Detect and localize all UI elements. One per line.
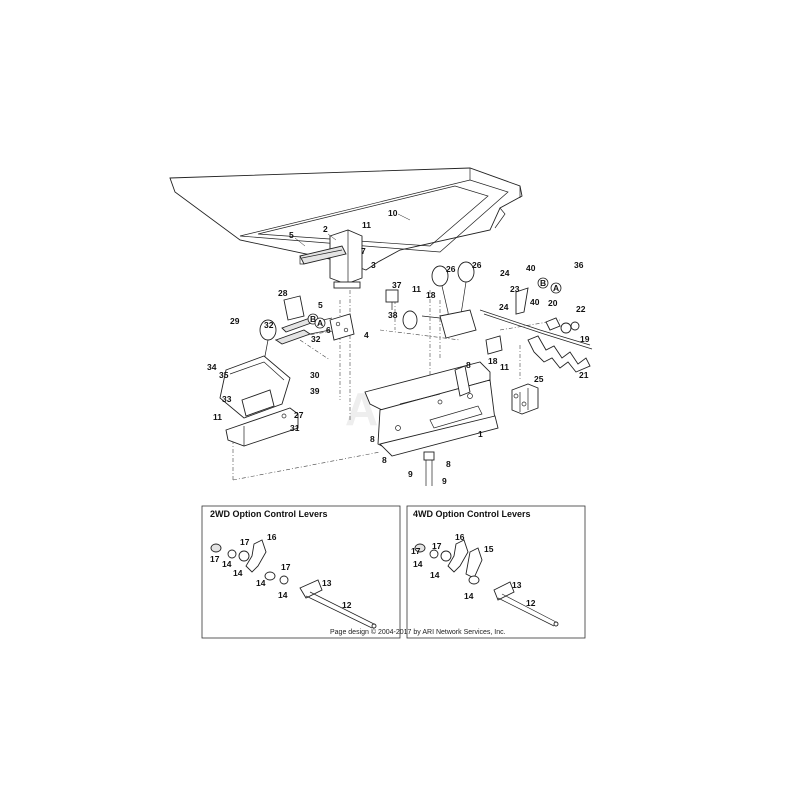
callout: 18	[426, 290, 436, 300]
callout: 5	[318, 300, 323, 310]
callout: 2	[323, 224, 328, 234]
small-bracket	[329, 313, 355, 341]
callout: 14	[464, 591, 474, 601]
inset-2wd: 2WD Option Control Levers 16 17 17 14 14…	[201, 505, 401, 639]
callout: 14	[413, 559, 423, 569]
callout: 4	[364, 330, 369, 340]
reference-letters: B A B A	[307, 277, 562, 329]
callout: 18	[488, 356, 498, 366]
callout: 8	[466, 360, 471, 370]
callout: 33	[222, 394, 232, 404]
callout: 14	[233, 568, 243, 578]
reference-letter-a: A	[553, 283, 559, 293]
callout: 8	[446, 459, 451, 469]
callout: 11	[213, 412, 222, 422]
shift-cable-right	[479, 309, 593, 373]
fasteners	[423, 451, 435, 486]
callout: 11	[500, 362, 509, 372]
callout: 40	[526, 263, 536, 273]
reference-letter-a: A	[317, 318, 323, 328]
inset-4wd: 4WD Option Control Levers 16 17 17 14 15…	[406, 505, 586, 639]
callout: 17	[432, 541, 442, 551]
callout: 13	[512, 580, 522, 590]
callout: 13	[322, 578, 332, 588]
control-levers	[402, 261, 529, 355]
callout: 36	[574, 260, 584, 270]
callout: 1	[478, 429, 483, 439]
callout: 32	[264, 320, 274, 330]
callout: 14	[278, 590, 288, 600]
callout: 14	[430, 570, 440, 580]
callout: 8	[382, 455, 387, 465]
callout: 35	[219, 370, 229, 380]
callout: 6	[326, 325, 331, 335]
callout: 38	[388, 310, 398, 320]
callout: 26	[446, 264, 456, 274]
callout: 31	[290, 423, 300, 433]
callout: 22	[576, 304, 586, 314]
callout: 11	[412, 284, 421, 294]
callout: 12	[526, 598, 536, 608]
callout: 24	[499, 302, 509, 312]
callout: 14	[256, 578, 266, 588]
shifter-assembly	[219, 319, 299, 447]
callout: 28	[278, 288, 288, 298]
callout: 27	[294, 410, 304, 420]
lever-housing	[299, 229, 363, 289]
callout: 5	[289, 230, 294, 240]
callout: 32	[311, 334, 321, 344]
callout: 34	[207, 362, 217, 372]
callout: 25	[534, 374, 544, 384]
callout: 37	[392, 280, 402, 290]
callout: 16	[267, 532, 277, 542]
copyright-notice: Page design © 2004-2017 by ARI Network S…	[330, 628, 506, 636]
callout: 17	[281, 562, 291, 572]
callout: 12	[342, 600, 352, 610]
frame-plate	[169, 167, 523, 271]
callout: 11	[362, 220, 371, 230]
callout: 19	[580, 334, 590, 344]
callout: 23	[510, 284, 520, 294]
callout: 17	[210, 554, 220, 564]
switch	[385, 289, 399, 310]
callout: 7	[361, 246, 366, 256]
reference-letter-b: B	[310, 314, 316, 324]
callout: 10	[388, 208, 398, 218]
callout: 40	[530, 297, 540, 307]
callout: 9	[442, 476, 447, 486]
callout: 39	[310, 386, 320, 396]
callout: 20	[548, 298, 558, 308]
reference-letter-b: B	[540, 278, 546, 288]
callout: 15	[484, 544, 494, 554]
inset-title: 2WD Option Control Levers	[210, 509, 328, 519]
callout: 30	[310, 370, 320, 380]
callout: 29	[230, 316, 240, 326]
callout: 17	[240, 537, 250, 547]
cable-ends	[275, 295, 333, 345]
inset-title: 4WD Option Control Levers	[413, 509, 531, 519]
callout: 26	[472, 260, 482, 270]
mounting-bracket	[364, 361, 499, 457]
callout: 3	[371, 260, 376, 270]
callout: 16	[455, 532, 465, 542]
callout: 8	[370, 434, 375, 444]
control-valve	[511, 383, 539, 415]
callout: 17	[411, 546, 421, 556]
callout: 14	[222, 559, 232, 569]
callout-labels: 10 2 11 5 7 3 26 26 40 24 23 24 40 36 20…	[207, 208, 590, 486]
callout: 21	[579, 370, 589, 380]
callout: 24	[500, 268, 510, 278]
callout: 9	[408, 469, 413, 479]
